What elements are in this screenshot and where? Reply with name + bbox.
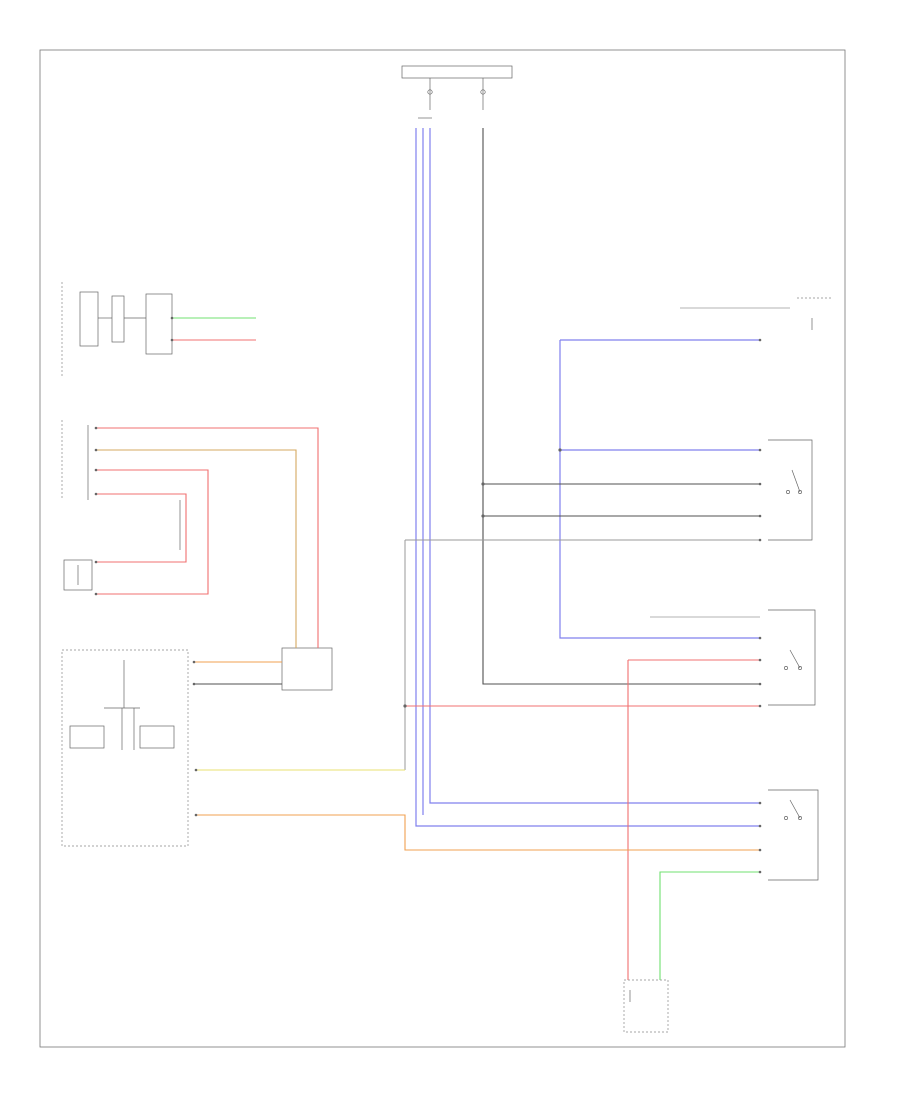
wire-orange-left [196,814,760,851]
wire-green-bottom [659,871,760,980]
wire-black-trunk [482,128,760,685]
seat-switch-lower-right [768,789,819,881]
diagram-frame [39,49,846,1048]
wire-gray-top-right [650,307,790,618]
fuse-block-top [401,65,513,119]
wire-green-top-left [172,317,256,341]
junction-connector-middle [281,647,333,691]
wire-gray-upper [404,539,760,770]
airbag-connector-top-left [61,282,173,378]
wire-blue-right [559,339,760,639]
sensor-top-right [797,297,832,330]
wire-blue-trunk [415,128,760,827]
seat-switch-middle-right [768,609,816,706]
connector-terminals [94,316,762,874]
seat-switch-upper-right [768,439,813,541]
wire-red-left [96,427,319,648]
control-module-left [61,420,181,550]
wire-red-right [405,659,760,980]
airbag-module-bottom-left [61,649,189,847]
wire-orange-junction [96,449,297,685]
sensor-bottom-right [623,979,669,1033]
sensor-connector-left [63,559,93,591]
